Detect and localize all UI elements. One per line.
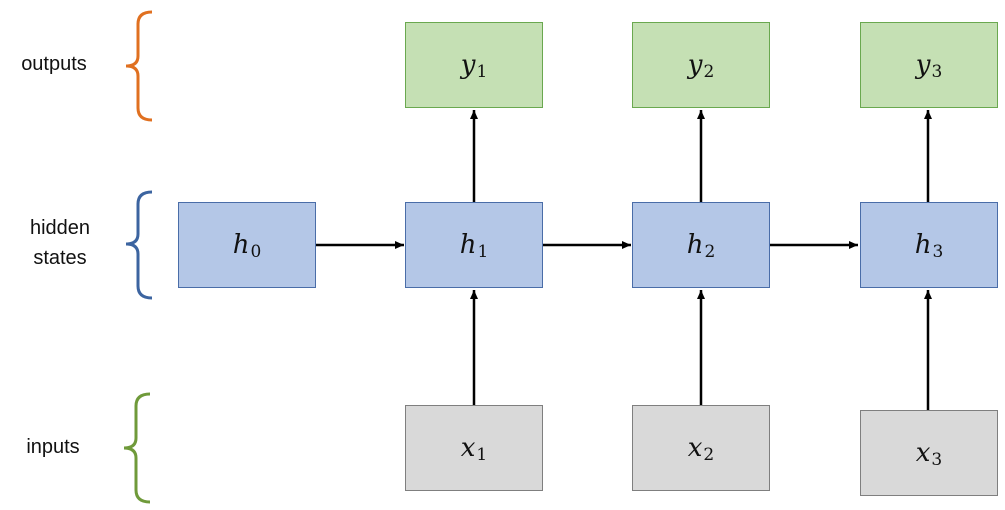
node-subscript: 2 (703, 445, 715, 465)
node-subscript: 3 (931, 62, 943, 82)
node-symbol: x (915, 438, 931, 468)
node-subscript: 3 (932, 242, 944, 262)
inputs-label: inputs (0, 432, 106, 462)
node-symbol: h (459, 230, 477, 260)
inputs-label-text: inputs (26, 436, 80, 458)
hidden-states-bracket (125, 190, 153, 300)
node-subscript: 2 (704, 242, 716, 262)
node-symbol: x (687, 433, 703, 463)
node-subscript: 3 (931, 450, 943, 470)
node-subscript: 2 (703, 62, 715, 82)
outputs-bracket (125, 10, 153, 122)
node-subscript: 0 (250, 242, 262, 262)
node-symbol: y (687, 50, 703, 80)
inputs-bracket (123, 392, 151, 504)
node-symbol: y (460, 50, 476, 80)
node-symbol: h (686, 230, 704, 260)
node-symbol: h (232, 230, 250, 260)
hidden-states-label-line2: states (33, 247, 87, 269)
node-symbol: x (460, 433, 476, 463)
outputs-label: outputs (0, 49, 108, 79)
node-subscript: 1 (476, 62, 488, 82)
node-subscript: 1 (476, 445, 488, 465)
outputs-label-text: outputs (21, 53, 87, 75)
hidden-states-label-line1: hidden (29, 217, 91, 239)
node-symbol: h (914, 230, 932, 260)
hidden-states-label: hidden states (0, 213, 120, 273)
node-symbol: y (915, 50, 931, 80)
node-subscript: 1 (477, 242, 489, 262)
